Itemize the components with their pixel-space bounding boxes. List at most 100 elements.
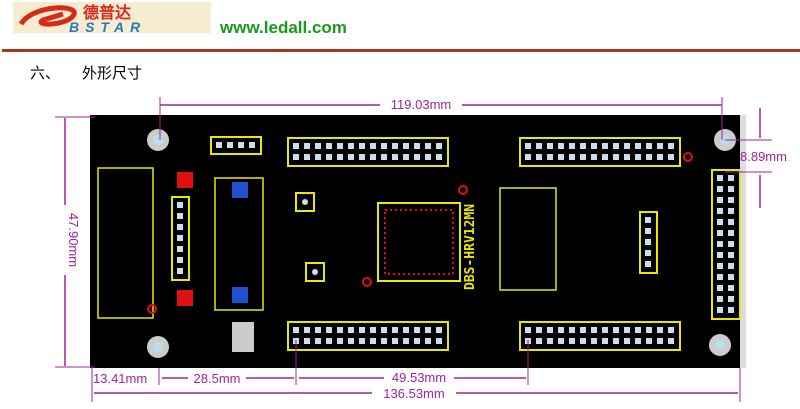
mounting-hole-center	[715, 340, 725, 350]
pin-pad	[657, 154, 663, 160]
header-connector-right	[711, 169, 741, 320]
pin-pad	[227, 142, 233, 148]
website-url[interactable]: www.ledall.com	[220, 18, 347, 37]
component-outline	[214, 177, 264, 311]
pin-pad	[414, 327, 420, 333]
pin-pad	[635, 327, 641, 333]
pin-pad	[591, 143, 597, 149]
pin-pad	[635, 338, 641, 344]
pin-pad	[569, 338, 575, 344]
svg-text:BSTAR: BSTAR	[69, 19, 146, 33]
smd-component	[177, 172, 193, 188]
pin-pad	[436, 338, 442, 344]
pin-pad	[645, 217, 651, 223]
via	[458, 185, 468, 195]
push-button	[232, 322, 254, 352]
pin-pad	[525, 143, 531, 149]
pin-pad	[293, 327, 299, 333]
pin-pad	[370, 143, 376, 149]
section-title: 外形尺寸	[82, 64, 143, 82]
pin-pad	[728, 252, 734, 258]
pin-pad	[370, 154, 376, 160]
pin-pad	[602, 338, 608, 344]
pin-pad	[558, 327, 564, 333]
pin-pad	[359, 338, 365, 344]
pin-pad	[304, 154, 310, 160]
pin-pad	[348, 327, 354, 333]
pin-pad	[547, 143, 553, 149]
pin-pad	[717, 186, 723, 192]
pin-pad	[717, 230, 723, 236]
pin-pad	[728, 296, 734, 302]
pin-pad	[717, 208, 723, 214]
pin-pad	[728, 186, 734, 192]
pin-pad	[624, 143, 630, 149]
pin-pad	[668, 338, 674, 344]
pin-pad	[348, 154, 354, 160]
pin-pad	[392, 338, 398, 344]
pin-pad	[436, 327, 442, 333]
pin-pad	[645, 250, 651, 256]
pin-pad	[580, 154, 586, 160]
pin-pad	[177, 213, 183, 219]
pin-pad	[525, 327, 531, 333]
pin-pad	[536, 338, 542, 344]
pcb-board	[90, 115, 741, 368]
dim-offset-2: 28.5mm	[194, 371, 241, 386]
pin-pad	[177, 268, 183, 274]
pin-pad	[425, 154, 431, 160]
chip-pads	[384, 209, 454, 275]
header-connector-left	[171, 196, 190, 281]
pin-pad	[337, 143, 343, 149]
pin-pad	[717, 175, 723, 181]
pin-pad	[315, 327, 321, 333]
pin-pad	[668, 143, 674, 149]
pin-pad	[326, 143, 332, 149]
pin-pad	[536, 327, 542, 333]
pin-pad	[624, 338, 630, 344]
pin-pad	[414, 154, 420, 160]
pin-pad	[392, 327, 398, 333]
led	[312, 269, 318, 275]
pin-pad	[326, 154, 332, 160]
pin-pad	[315, 338, 321, 344]
header-connector-bottom-2	[519, 321, 681, 351]
pin-pad	[728, 241, 734, 247]
chip-outline-2	[499, 187, 557, 291]
pin-pad	[635, 154, 641, 160]
pin-pad	[381, 327, 387, 333]
via	[362, 277, 372, 287]
led-outline	[305, 262, 325, 282]
connector-outline	[97, 167, 154, 319]
mounting-hole-center	[153, 135, 163, 145]
pin-pad	[436, 143, 442, 149]
smd-component	[232, 182, 248, 198]
pin-pad	[728, 208, 734, 214]
dim-total-width: 136.53mm	[383, 386, 444, 401]
pin-pad	[728, 263, 734, 269]
pin-pad	[370, 338, 376, 344]
pin-pad	[337, 154, 343, 160]
bstar-logo: 德普达 BSTAR	[13, 2, 211, 33]
pin-pad	[717, 241, 723, 247]
pin-pad	[728, 285, 734, 291]
pin-pad	[304, 143, 310, 149]
pin-pad	[370, 327, 376, 333]
pin-pad	[569, 143, 575, 149]
pin-pad	[315, 143, 321, 149]
pin-pad	[646, 154, 652, 160]
pin-pad	[635, 143, 641, 149]
pin-pad	[436, 154, 442, 160]
pin-pad	[717, 263, 723, 269]
header-small-top	[210, 136, 262, 155]
pin-pad	[728, 219, 734, 225]
pin-pad	[569, 154, 575, 160]
smd-component	[232, 287, 248, 303]
pin-pad	[728, 307, 734, 313]
via	[683, 152, 693, 162]
pin-pad	[547, 327, 553, 333]
pin-pad	[293, 154, 299, 160]
pin-pad	[425, 143, 431, 149]
smd-component	[177, 290, 193, 306]
